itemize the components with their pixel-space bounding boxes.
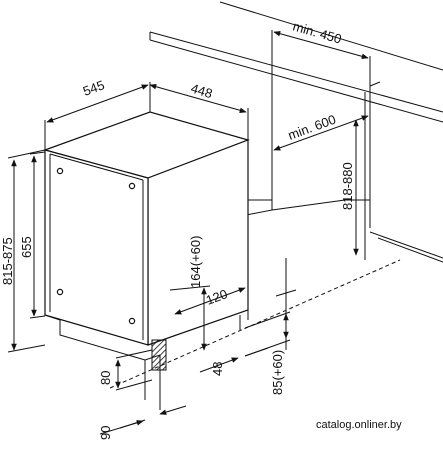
dim-90-label: 90 xyxy=(98,426,113,440)
plinth-hatch xyxy=(151,339,167,371)
dim-120-label: 120 xyxy=(204,286,230,308)
dim-164-label: 164(+60) xyxy=(188,236,203,288)
dim-min600-line xyxy=(273,115,369,151)
watermark: catalog.onliner.by xyxy=(316,419,402,431)
dim-min600-label: min. 600 xyxy=(286,112,338,143)
dim-815-875-line xyxy=(7,149,46,353)
dim-90-line xyxy=(99,405,187,435)
dim-min450-label: min. 450 xyxy=(291,18,343,46)
dim-818-880-label: 818-880 xyxy=(340,162,355,210)
dim-448-line xyxy=(149,84,249,140)
dim-655-label: 655 xyxy=(19,236,34,258)
dim-545-label: 545 xyxy=(81,77,107,99)
dishwasher-body xyxy=(43,111,250,346)
dim-min450-line xyxy=(271,30,371,86)
dim-120-line xyxy=(174,287,246,315)
dim-48-label: 48 xyxy=(210,362,225,376)
mounting-holes xyxy=(56,167,136,325)
watermark-text: catalog.onliner.by xyxy=(316,419,402,431)
dim-85-label: 85(+60) xyxy=(270,350,285,395)
dim-80-line xyxy=(115,349,153,391)
dim-815-875-label: 815-875 xyxy=(0,237,15,285)
dim-448-label: 448 xyxy=(189,81,214,102)
dim-655-line xyxy=(29,151,46,319)
dim-85-line xyxy=(244,258,297,357)
plinth xyxy=(44,310,249,410)
dim-80-label: 80 xyxy=(98,371,113,385)
